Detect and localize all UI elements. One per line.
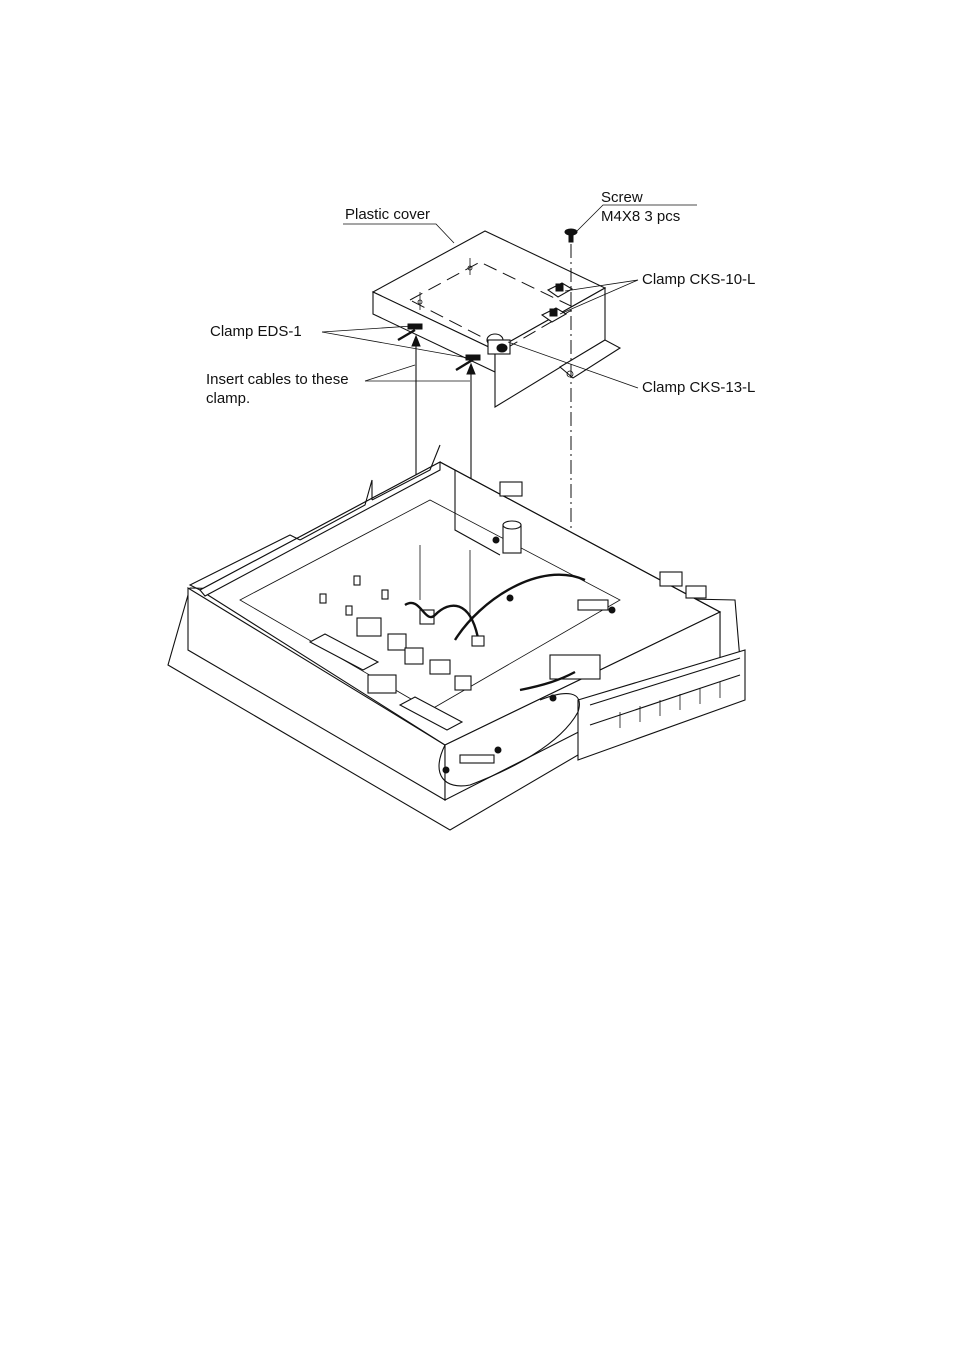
label-screw-spec: M4X8 3 pcs xyxy=(601,208,681,225)
label-clamp-cks10: Clamp CKS-10-L xyxy=(642,271,756,288)
label-clamp-eds1: Clamp EDS-1 xyxy=(210,323,302,340)
leader-lines xyxy=(321,204,697,389)
label-screw: Screw xyxy=(601,189,643,206)
screw-icon xyxy=(564,228,578,243)
label-clamp-cks13: Clamp CKS-13-L xyxy=(642,379,756,396)
clamp-eds1-icon xyxy=(397,323,481,372)
label-plastic-cover: Plastic cover xyxy=(345,206,431,223)
rail-ticks xyxy=(619,682,721,728)
clamp-cks13-icon xyxy=(486,333,511,355)
label-insert-cables-2: clamp. xyxy=(206,390,251,407)
plastic-cover xyxy=(371,230,622,408)
label-insert-cables-1: Insert cables to these xyxy=(206,371,349,388)
pcb-board xyxy=(239,499,621,787)
clamp-cks10-icon xyxy=(540,282,574,323)
